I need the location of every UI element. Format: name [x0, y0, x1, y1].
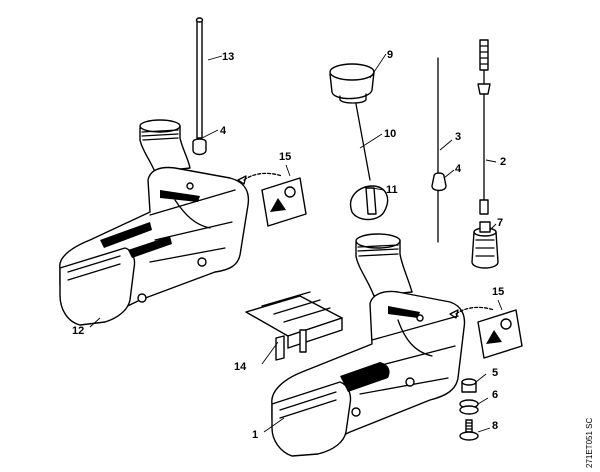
fuel-cap: [329, 63, 389, 221]
label-14: 14: [234, 361, 247, 373]
label-10: 10: [384, 128, 396, 140]
label-8: 8: [492, 420, 498, 432]
fuel-tank-lower: [271, 233, 466, 457]
label-5: 5: [492, 367, 498, 379]
drawing-code: 271ET051 SC: [585, 418, 594, 468]
label-11: 11: [386, 184, 398, 196]
label-4a: 4: [220, 125, 227, 137]
label-13: 13: [222, 51, 234, 63]
grommet-5: [461, 378, 477, 393]
label-15b: 15: [492, 286, 504, 298]
suction-hose-3: [431, 57, 447, 243]
label-7: 7: [497, 217, 503, 229]
warning-label-upper: [237, 172, 307, 227]
screw-8: [459, 419, 479, 441]
washer-6: [459, 399, 479, 415]
fuel-hose-2: [477, 39, 491, 215]
label-1: 1: [252, 429, 258, 441]
suction-hose-upper: [192, 17, 207, 156]
label-6: 6: [492, 389, 498, 401]
label-9: 9: [387, 49, 393, 61]
label-2: 2: [500, 156, 506, 168]
label-4b: 4: [455, 163, 462, 175]
label-3: 3: [455, 131, 461, 143]
fuel-tank-upper: [59, 119, 250, 326]
label-12: 12: [72, 325, 84, 337]
fuel-filter: [471, 221, 499, 269]
bracket: [245, 291, 343, 361]
label-15a: 15: [279, 151, 291, 163]
leader-lines: [89, 53, 503, 433]
warning-label-lower: [449, 306, 523, 359]
